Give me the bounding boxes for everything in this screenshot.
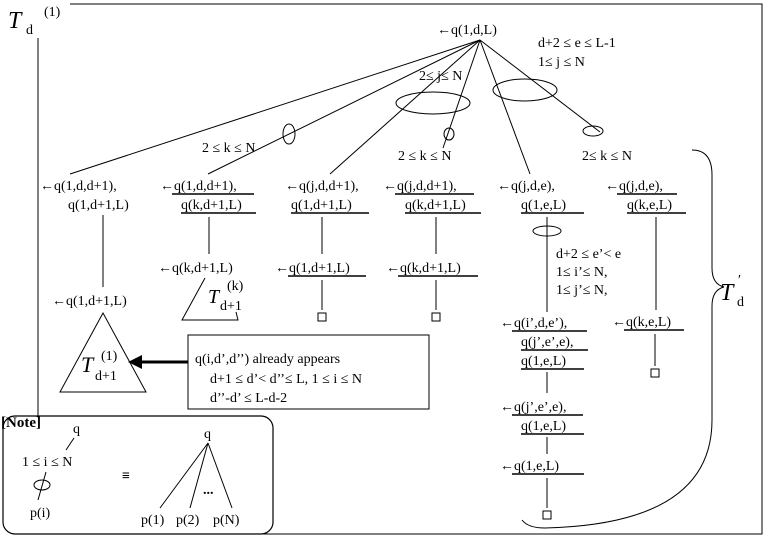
quantifier-ellipse-k-mid	[443, 127, 455, 141]
note-right-q: q	[204, 427, 211, 442]
subtree-d1-main: T	[81, 352, 95, 377]
node-l1-3-line1: ←q(j,d,d+1),	[285, 179, 359, 194]
node-l1-1-line2: q(1,d+1,L)	[68, 198, 129, 213]
node-l1-4-line1: ←q(j,d,d+1),	[383, 179, 457, 194]
note-panel	[2, 415, 274, 535]
node-l2-6: ←q(k,e,L)	[612, 315, 671, 330]
corner-label-sup: (1)	[44, 5, 61, 20]
corner-label: T d (1)	[8, 5, 61, 38]
leaf-square-3	[317, 312, 327, 322]
note-p2: p(2)	[176, 513, 200, 528]
chain-2-line2: q(1,e,L)	[521, 419, 566, 434]
quantifier-ellipse-e-prime	[532, 225, 562, 237]
node-l2-2: ←q(k,d+1,L)	[158, 261, 233, 276]
corner-label-main: T	[8, 8, 23, 34]
note-pN: p(N)	[213, 513, 240, 528]
subtree-d1-sup: (1)	[101, 349, 118, 364]
brace-label-sub: d	[737, 295, 744, 310]
root-constraint-line2: 1≤ j ≤ N	[538, 55, 585, 70]
node-l2-4: ←q(k,d+1,L)	[386, 261, 461, 276]
brace-label-main: T	[720, 280, 735, 306]
note-equiv: ≡	[122, 469, 130, 484]
right-brace	[521, 149, 725, 529]
note-p1: p(1)	[141, 513, 165, 528]
subtree-triangle-k	[181, 277, 239, 321]
node-l1-2-line1: ←q(1,d,d+1),	[160, 179, 237, 194]
note-box-line1: q(i,d’,d’’) already appears	[195, 352, 340, 367]
e-constraint-line2: 1≤ i’≤ N,	[556, 265, 608, 280]
leaf-square-6	[650, 368, 660, 378]
quantifier-ellipse-k-left	[282, 123, 296, 145]
node-l1-5-line1: ←q(j,d,e),	[497, 179, 555, 194]
note-title: [Note]	[1, 415, 41, 431]
chain-1-line1: ←q(i’,d,e’),	[500, 316, 567, 331]
subtree-k-sub: d+1	[220, 299, 242, 314]
e-constraint-line1: d+2 ≤ e’< e	[556, 247, 621, 262]
corner-label-sub: d	[26, 23, 33, 38]
note-left-q: q	[73, 422, 80, 437]
quantifier-ellipse-e-j	[492, 78, 558, 102]
node-l1-4-line2: q(k,d+1,L)	[405, 198, 466, 213]
node-l1-5-line2: q(1,e,L)	[521, 198, 566, 213]
note-box-line2: d+1 ≤ d’< d’’≤ L, 1 ≤ i ≤ N	[210, 372, 362, 387]
root-node: ←q(1,d,L)	[437, 23, 497, 38]
subtree-k-main: T	[208, 286, 221, 308]
node-l1-3-line2: q(1,d+1,L)	[291, 198, 352, 213]
chain-1-line2: q(j’,e’,e),	[521, 335, 573, 350]
e-constraint-line3: 1≤ j’≤ N,	[556, 283, 608, 298]
arrow-head	[128, 355, 142, 369]
root-constraint-line1: d+2 ≤ e ≤ L-1	[538, 36, 616, 51]
node-l1-6-line1: ←q(j,d,e),	[605, 179, 663, 194]
node-l1-6-line2: q(k,e,L)	[627, 198, 672, 213]
note-left-p: p(i)	[30, 506, 51, 521]
quantifier-ellipse-k-right	[582, 125, 604, 137]
subtree-triangle-d1	[59, 311, 147, 393]
branch-label-k-left: 2 ≤ k ≤ N	[202, 141, 255, 156]
note-box	[187, 334, 430, 410]
node-l2-3: ←q(1,d+1,L)	[275, 261, 350, 276]
node-l1-2-line2: q(k,d+1,L)	[181, 198, 242, 213]
chain-2-line1: ←q(j’,e’,e),	[500, 400, 566, 415]
chain-3: ←q(1,e,L)	[500, 459, 559, 474]
quantifier-ellipse-j	[395, 91, 471, 115]
node-l2-1: ←q(1,d+1,L)	[52, 294, 127, 309]
node-l1-1-line1: ←q(1,d,d+1),	[40, 179, 117, 194]
leaf-square-5	[542, 510, 552, 520]
note-box-line3: d’’-d’ ≤ L-d-2	[210, 391, 287, 406]
branch-label-k-right: 2≤ k ≤ N	[582, 149, 632, 164]
subtree-d1-sub: d+1	[95, 369, 117, 384]
subtree-k-sup: (k)	[227, 279, 244, 294]
note-left-range: 1 ≤ i ≤ N	[22, 455, 72, 470]
brace-label-prime: ′	[738, 273, 741, 288]
outer-frame	[37, 3, 763, 535]
branch-label-j: 2≤ j≤ N	[419, 69, 462, 84]
note-dots: ...	[203, 483, 214, 498]
branch-label-k-mid: 2 ≤ k ≤ N	[398, 149, 451, 164]
leaf-square-4	[431, 312, 441, 322]
chain-1-line3: q(1,e,L)	[521, 354, 566, 369]
root-edges	[69, 39, 601, 175]
note-quantifier-ellipse	[33, 479, 51, 491]
